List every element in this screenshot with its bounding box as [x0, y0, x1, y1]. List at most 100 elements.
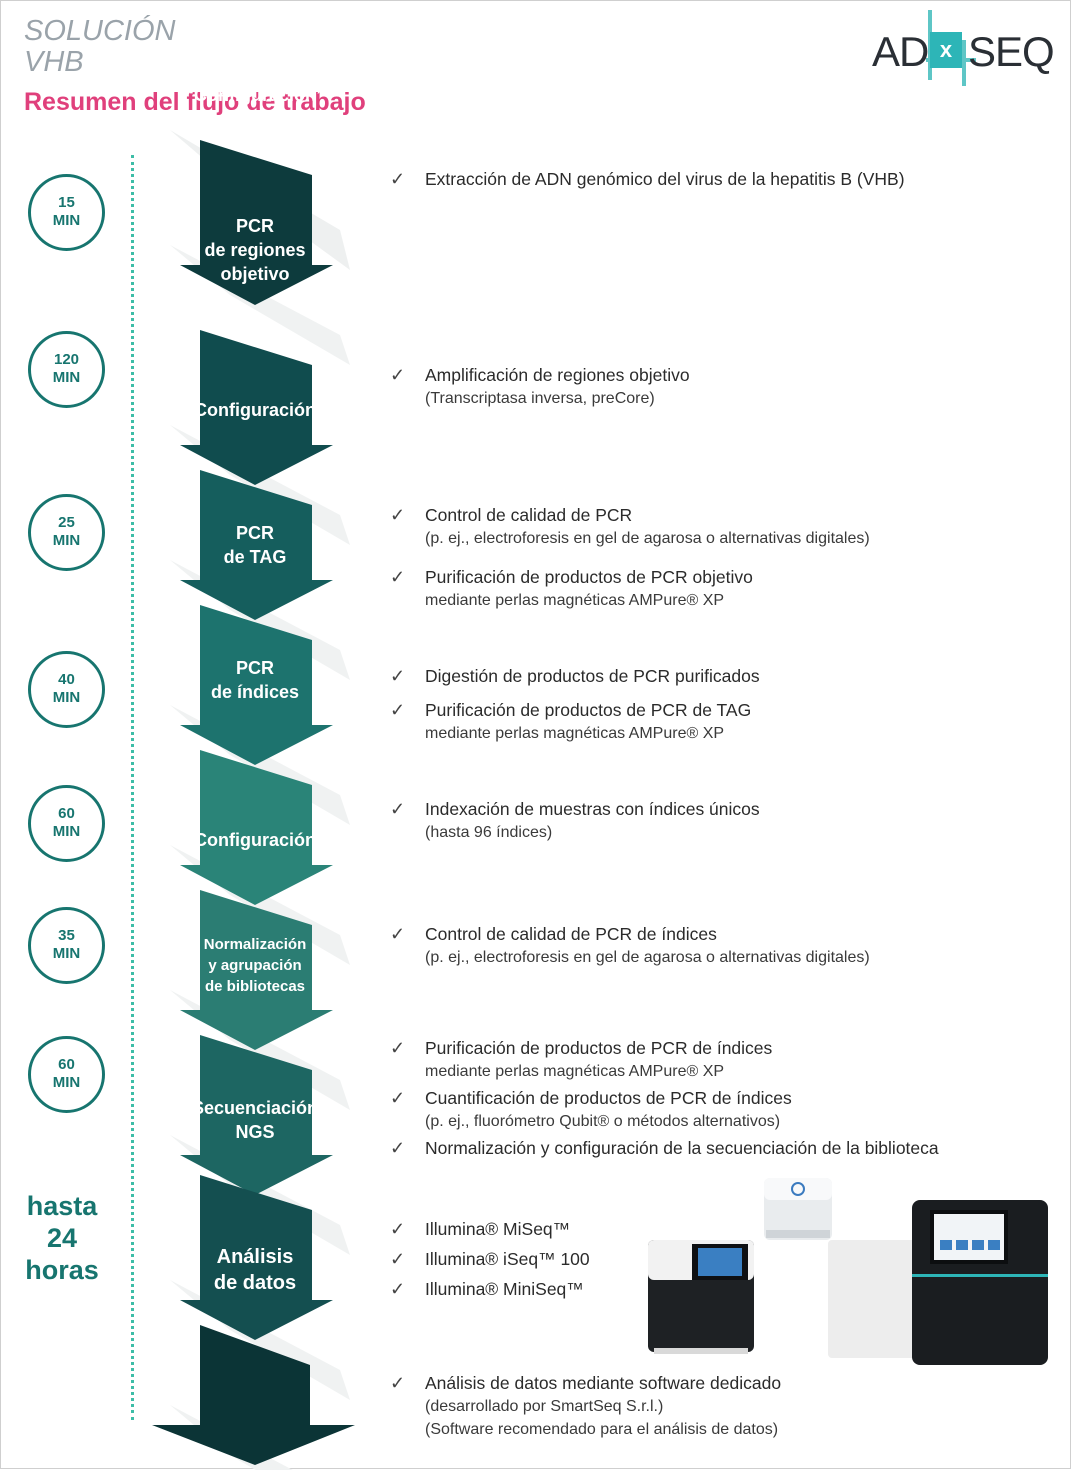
title-line-1: SOLUCIÓN — [24, 15, 176, 47]
logo-bar — [962, 40, 966, 86]
step-item: ✓ Control de calidad de PCR (p. ej., ele… — [390, 504, 870, 550]
workflow-arrow — [180, 1175, 333, 1340]
workflow-subtitle: Resumen del flujo de trabajo — [24, 88, 366, 116]
item-main: Análisis de datos mediante software dedi… — [425, 1373, 782, 1393]
time-unit: MIN — [52, 532, 81, 549]
workflow-step-label-line: y agrupación — [208, 956, 302, 974]
workflow-step-label-line: “Configuración” — [185, 830, 325, 850]
item-main: Extracción de ADN genómico del virus de … — [425, 169, 905, 189]
check-icon: ✓ — [390, 666, 406, 686]
time-unit: MIN — [52, 212, 81, 229]
time-value: 15 — [58, 194, 75, 211]
check-icon: ✓ — [390, 924, 406, 944]
workflow-step-label: “Configuración” — [165, 398, 345, 422]
workflow-step-label-line: de TAG — [223, 547, 287, 567]
solution-title: SOLUCIÓN VHB — [24, 16, 175, 78]
step-item: ✓ Digestión de productos de PCR purifica… — [390, 665, 760, 688]
step-item: ✓ Análisis de datos mediante software de… — [390, 1372, 781, 1441]
item-main: Purificación de productos de PCR de índi… — [425, 1038, 773, 1058]
workflow-step-label-line: PCR — [235, 216, 274, 236]
check-icon: ✓ — [390, 505, 406, 525]
item-sub: mediante perlas magnéticas AMPure® XP — [425, 1063, 725, 1080]
item-sub: (desarrollado por SmartSeq S.r.l.) — [425, 1398, 664, 1415]
time-value: 60 — [58, 805, 75, 822]
check-icon: ✓ — [390, 1373, 406, 1393]
step-item: ✓ Normalización y configuración de la se… — [390, 1137, 939, 1160]
time-unit: MIN — [52, 1074, 81, 1091]
item-sub: mediante perlas magnéticas AMPure® XP — [425, 592, 725, 609]
check-icon: ✓ — [390, 169, 406, 189]
item-main: Normalización y configuración de la secu… — [425, 1138, 939, 1158]
time-value: 35 — [58, 927, 75, 944]
logo-text-left: AD — [872, 28, 929, 75]
check-icon: ✓ — [390, 1138, 406, 1158]
workflow-arrow — [180, 605, 333, 765]
time-value: 40 — [58, 671, 75, 688]
item-main: Purificación de productos de PCR de TAG — [425, 700, 752, 720]
item-sub: (Transcriptasa inversa, preCore) — [425, 390, 655, 407]
time-unit: MIN — [52, 369, 81, 386]
arrow-group — [152, 140, 355, 1470]
workflow-arrow — [180, 330, 333, 485]
workflow-step-label-line: NGS — [235, 1122, 275, 1142]
item-main: Control de calidad de PCR de índices — [425, 924, 717, 944]
workflow-arrows — [152, 130, 355, 1470]
workflow-step-label-line: PCR — [235, 523, 274, 543]
workflow-arrow — [180, 470, 333, 620]
logo-mark: x — [930, 32, 962, 68]
miseq-instrument — [828, 1200, 1048, 1365]
workflow-step-label-line: Secuenciación — [191, 1098, 319, 1118]
time-unit: MIN — [52, 823, 81, 840]
check-icon: ✓ — [390, 567, 406, 587]
workflow-step-label-line: “Configuración” — [185, 85, 325, 105]
time-value: 60 — [58, 1056, 75, 1073]
step-item: ✓ Illumina® iSeq™ 100 — [390, 1248, 590, 1271]
workflow-step-label: “Configuración” — [165, 83, 345, 107]
total-time-line: hasta — [26, 1191, 98, 1221]
time-value: 25 — [58, 514, 75, 531]
total-time-line: 24 — [46, 1223, 78, 1253]
time-unit: MIN — [52, 689, 81, 706]
check-icon: ✓ — [390, 1038, 406, 1058]
total-time-line: horas — [25, 1255, 99, 1285]
workflow-arrow — [180, 1035, 333, 1195]
item-sub: (p. ej., electroforesis en gel de agaros… — [425, 530, 870, 547]
time-unit: MIN — [52, 945, 81, 962]
step-item: ✓ Indexación de muestras con índices úni… — [390, 798, 760, 844]
item-sub: (Software recomendado para el análisis d… — [425, 1421, 779, 1438]
workflow-step-label-line: Normalización — [203, 935, 307, 953]
item-main: Illumina® MiSeq™ — [425, 1219, 571, 1239]
workflow-step-label-line: de índices — [210, 682, 300, 702]
check-icon: ✓ — [390, 1219, 406, 1239]
workflow-step-label-line: objetivo — [220, 264, 290, 284]
step-item: ✓ Purificación de productos de PCR de ín… — [390, 1037, 772, 1083]
workflow-step-label: “Configuración” — [165, 828, 345, 852]
step-item: ✓ Purificación de productos de PCR objet… — [390, 566, 753, 612]
step-item: ✓ Illumina® MiSeq™ — [390, 1218, 570, 1241]
workflow-arrow — [152, 1325, 355, 1465]
workflow-step-label-line: de regiones — [204, 240, 306, 260]
workflow-step-label: PCR de TAG — [165, 521, 345, 569]
time-value: 120 — [53, 351, 80, 368]
check-icon: ✓ — [390, 799, 406, 819]
sequencer-instruments-image — [648, 1178, 1048, 1365]
check-icon: ✓ — [390, 1249, 406, 1269]
check-icon: ✓ — [390, 1279, 406, 1299]
step-item: ✓ Illumina® MiniSeq™ — [390, 1278, 584, 1301]
item-sub: (p. ej., electroforesis en gel de agaros… — [425, 949, 870, 966]
workflow-arrow — [180, 890, 333, 1050]
check-icon: ✓ — [390, 1088, 406, 1108]
item-sub: mediante perlas magnéticas AMPure® XP — [425, 725, 725, 742]
item-main: Cuantificación de productos de PCR de ín… — [425, 1088, 792, 1108]
check-icon: ✓ — [390, 700, 406, 720]
step-item: ✓ Control de calidad de PCR de índices (… — [390, 923, 870, 969]
workflow-arrow — [180, 750, 333, 905]
timeline-dotted-line — [131, 155, 134, 1420]
item-sub: (p. ej., fluorómetro Qubit® o métodos al… — [425, 1113, 781, 1130]
